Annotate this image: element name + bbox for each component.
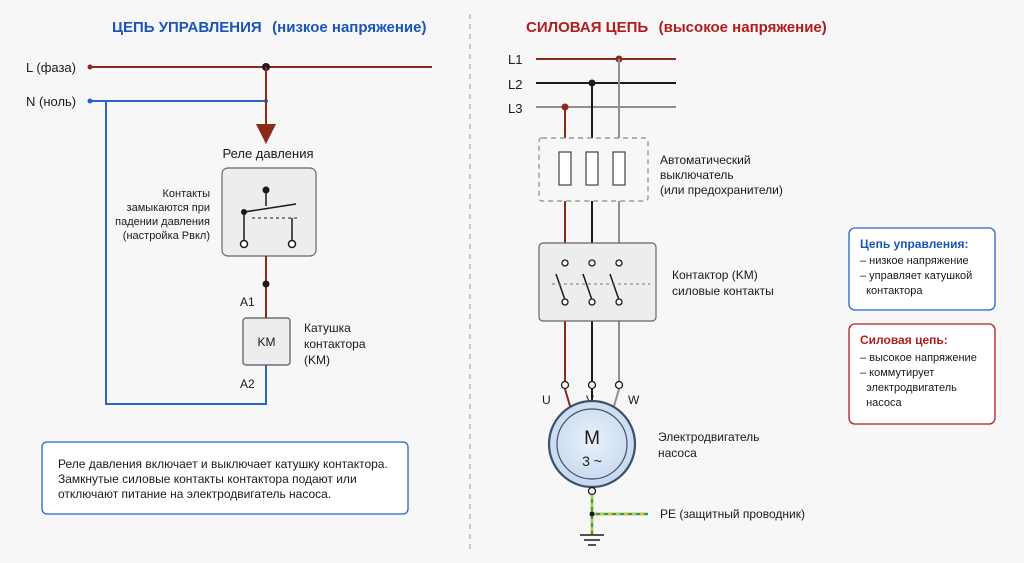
relay-note: Контакты замыкаются при падении давления…: [115, 188, 210, 242]
l2-label: L2: [508, 77, 522, 92]
l-phase-label: L (фаза): [26, 60, 76, 75]
svg-text:насоса: насоса: [658, 446, 697, 460]
legend-power-items: – высокое напряжение – коммутирует элект…: [860, 352, 977, 409]
fuse-1: [558, 151, 572, 186]
coil-a2-label: A2: [240, 377, 255, 391]
relay-switch-blade: [243, 203, 297, 213]
l-terminal: [87, 64, 93, 70]
legend-power-box: [848, 323, 996, 425]
explanation-text: Реле давления включает и выключает катуш…: [58, 457, 388, 501]
n-return-wire: [105, 101, 267, 405]
legend-control-box: [848, 227, 996, 311]
fuse-2: [585, 151, 599, 186]
terminal-u: [560, 380, 570, 390]
svg-text:(настройка Рвкл): (настройка Рвкл): [123, 230, 210, 242]
l3-label: L3: [508, 101, 522, 116]
n-neutral-label: N (ноль): [26, 94, 76, 109]
svg-text:отключают питание на электродв: отключают питание на электродвигатель на…: [58, 487, 331, 501]
contactor-description: Контактор (KM) силовые контакты: [672, 268, 774, 298]
power-circuit-title: СИЛОВАЯ ЦЕПЬ (высокое напряжение): [526, 19, 827, 36]
l1-label: L1: [508, 52, 522, 67]
n-terminal: [87, 98, 93, 104]
pe-terminal: [587, 486, 597, 496]
contactor-box: [538, 242, 657, 322]
svg-text:(или предохранители): (или предохранители): [660, 183, 783, 197]
svg-text:силовые контакты: силовые контакты: [672, 284, 774, 298]
svg-text:Контактор (KM): Контактор (KM): [672, 268, 758, 282]
svg-text:Автоматический: Автоматический: [660, 153, 751, 167]
svg-text:контактора: контактора: [860, 285, 923, 297]
terminal-w: [614, 380, 624, 390]
fuse-3: [612, 151, 626, 186]
pressure-relay-box: [221, 167, 317, 257]
svg-text:контактора: контактора: [304, 337, 366, 351]
pe-label: PE (защитный проводник): [660, 507, 805, 521]
svg-text:выключатель: выключатель: [660, 168, 734, 182]
legend-control-title: Цепь управления:: [860, 237, 968, 251]
relay-terminal-left: [239, 239, 249, 249]
terminal-w-label: W: [628, 393, 640, 407]
svg-text:падении давления: падении давления: [115, 216, 210, 228]
svg-text:– управляет катушкой: – управляет катушкой: [860, 270, 972, 282]
svg-text:Реле давления включает и выклю: Реле давления включает и выключает катуш…: [58, 457, 388, 471]
legend-control-items: – низкое напряжение – управляет катушкой…: [860, 255, 972, 297]
explanation-box: [41, 441, 409, 515]
svg-text:Замкнутые силовые контакты кон: Замкнутые силовые контакты контактора по…: [58, 472, 357, 486]
coil-a1-label: A1: [240, 295, 255, 309]
legend-power-title: Силовая цепь:: [860, 333, 948, 347]
svg-text:(KM): (KM): [304, 353, 330, 367]
control-circuit-title: ЦЕПЬ УПРАВЛЕНИЯ (низкое напряжение): [112, 19, 426, 36]
svg-text:электродвигатель: электродвигатель: [860, 382, 957, 394]
terminal-v: [587, 380, 597, 390]
terminal-u-label: U: [542, 393, 551, 407]
svg-text:– коммутирует: – коммутирует: [860, 367, 934, 379]
svg-text:Катушка: Катушка: [304, 321, 351, 335]
motor-description: Электродвигатель насоса: [658, 430, 759, 460]
coil-description: Катушка контактора (KM): [304, 321, 366, 367]
relay-terminal-right: [287, 239, 297, 249]
contactor-poles: [552, 259, 650, 306]
svg-text:замыкаются при: замыкаются при: [127, 202, 210, 214]
motor-phase-symbol: 3 ~: [582, 453, 602, 469]
ground-icon: [580, 534, 604, 546]
svg-text:– высокое напряжение: – высокое напряжение: [860, 352, 977, 364]
breaker-description: Автоматический выключатель (или предохра…: [660, 153, 783, 197]
svg-text:Контакты: Контакты: [162, 188, 210, 200]
pressure-relay-title: Реле давления: [222, 146, 313, 161]
svg-text:Электродвигатель: Электродвигатель: [658, 430, 759, 444]
coil-label: KM: [258, 335, 276, 349]
svg-text:насоса: насоса: [860, 397, 903, 409]
svg-text:– низкое напряжение: – низкое напряжение: [860, 255, 969, 267]
motor-symbol: M: [584, 428, 600, 449]
